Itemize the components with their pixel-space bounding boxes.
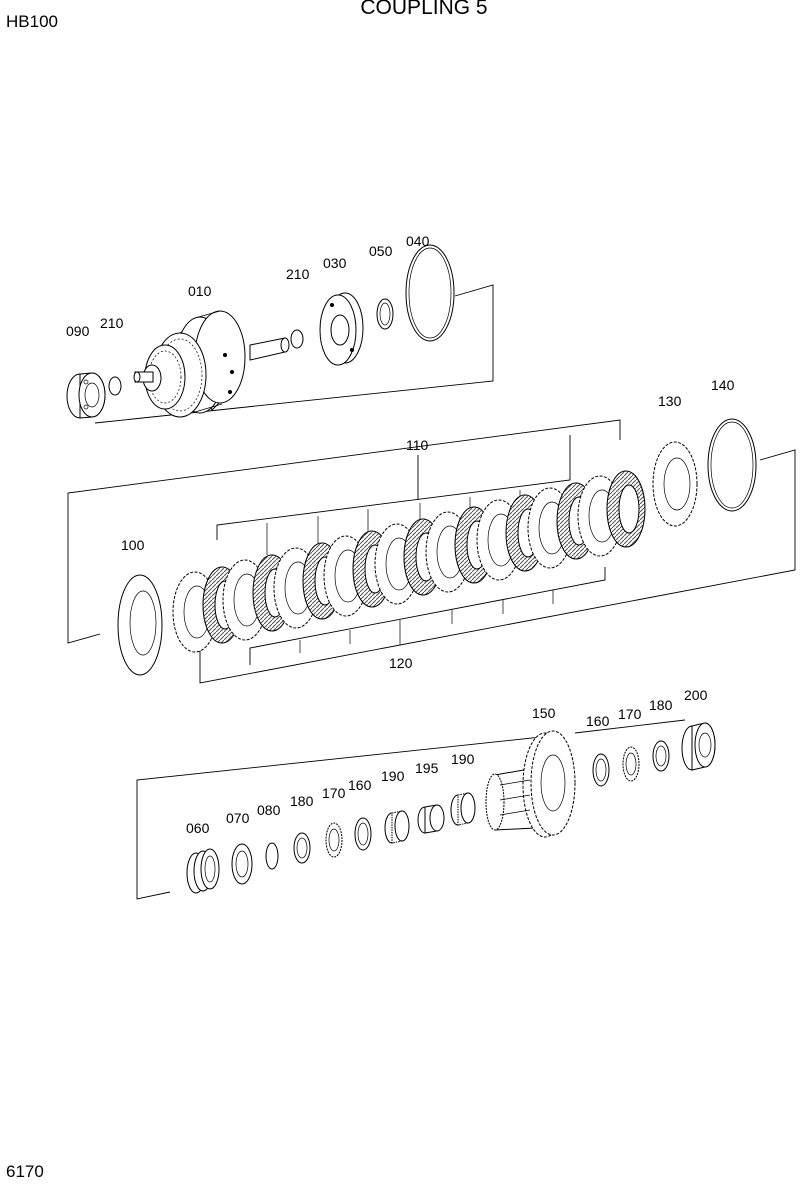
page-title: COUPLING 5 [360,0,488,19]
part-180-washer-right[interactable] [652,740,670,772]
callout-190-right: 190 [451,751,475,767]
callout-170-left: 170 [322,785,346,801]
part-030-piston[interactable] [319,292,364,366]
callout-050: 050 [369,243,393,259]
group2-frame [67,419,796,684]
part-210-snap-ring-left[interactable] [108,376,122,396]
callout-140: 140 [711,377,735,393]
callout-190-left: 190 [381,768,405,784]
disc-stack[interactable] [172,470,646,653]
callout-180-left: 180 [290,793,314,809]
callout-150: 150 [532,705,556,721]
callout-195: 195 [415,760,439,776]
callout-210-left: 210 [100,315,124,331]
part-160-washer-right[interactable] [592,753,610,787]
part-160-washer-left[interactable] [354,817,372,851]
group1-frame [94,284,494,424]
part-150-gear-shaft[interactable] [485,730,576,838]
callout-180-right: 180 [649,697,673,713]
callout-160-left: 160 [348,777,372,793]
callout-labels: 010 030 040 050 060 070 080 090 100 110 … [66,233,735,836]
callout-100: 100 [121,537,145,553]
part-190-needle-bearing-left[interactable] [384,810,410,844]
part-040-seal-ring[interactable] [405,244,455,342]
part-050-seal[interactable] [376,298,394,330]
callout-090: 090 [66,323,90,339]
part-060-spring-pack[interactable] [186,848,220,894]
group3-frame [136,719,686,900]
callout-040: 040 [406,233,430,249]
part-080-snap-ring[interactable] [265,842,279,870]
model-label: HB100 [6,12,58,31]
part-195-spacer[interactable] [417,804,445,834]
part-010-clutch-drum[interactable] [133,310,290,418]
part-170-thrust-bearing-left[interactable] [325,822,343,858]
part-110-friction-plate[interactable] [606,470,646,548]
callout-160-right: 160 [586,713,610,729]
callout-010: 010 [188,283,212,299]
callout-070: 070 [226,810,250,826]
part-140-snap-ring[interactable] [707,418,757,512]
part-180-washer-left[interactable] [293,832,311,864]
part-170-thrust-bearing-right[interactable] [622,746,640,782]
part-210-snap-ring-right[interactable] [290,329,304,349]
page-number: 6170 [6,1162,44,1181]
callout-110: 110 [406,437,429,453]
callout-080: 080 [257,802,281,818]
callout-200: 200 [684,687,708,703]
callout-060: 060 [186,820,210,836]
callout-130: 130 [658,393,682,409]
part-070-thrust-ring[interactable] [231,843,253,885]
part-190-needle-bearing-right[interactable] [450,792,476,826]
callout-210-right: 210 [286,266,310,282]
part-200-bearing[interactable] [681,722,716,771]
disc-pack-leader-lines [216,435,606,665]
callout-030: 030 [323,255,347,271]
part-090-bearing[interactable] [66,372,106,419]
part-130-end-plate[interactable] [652,441,698,527]
callout-120: 120 [389,655,413,671]
callout-170-right: 170 [618,706,642,722]
part-100-washer[interactable] [117,574,163,676]
